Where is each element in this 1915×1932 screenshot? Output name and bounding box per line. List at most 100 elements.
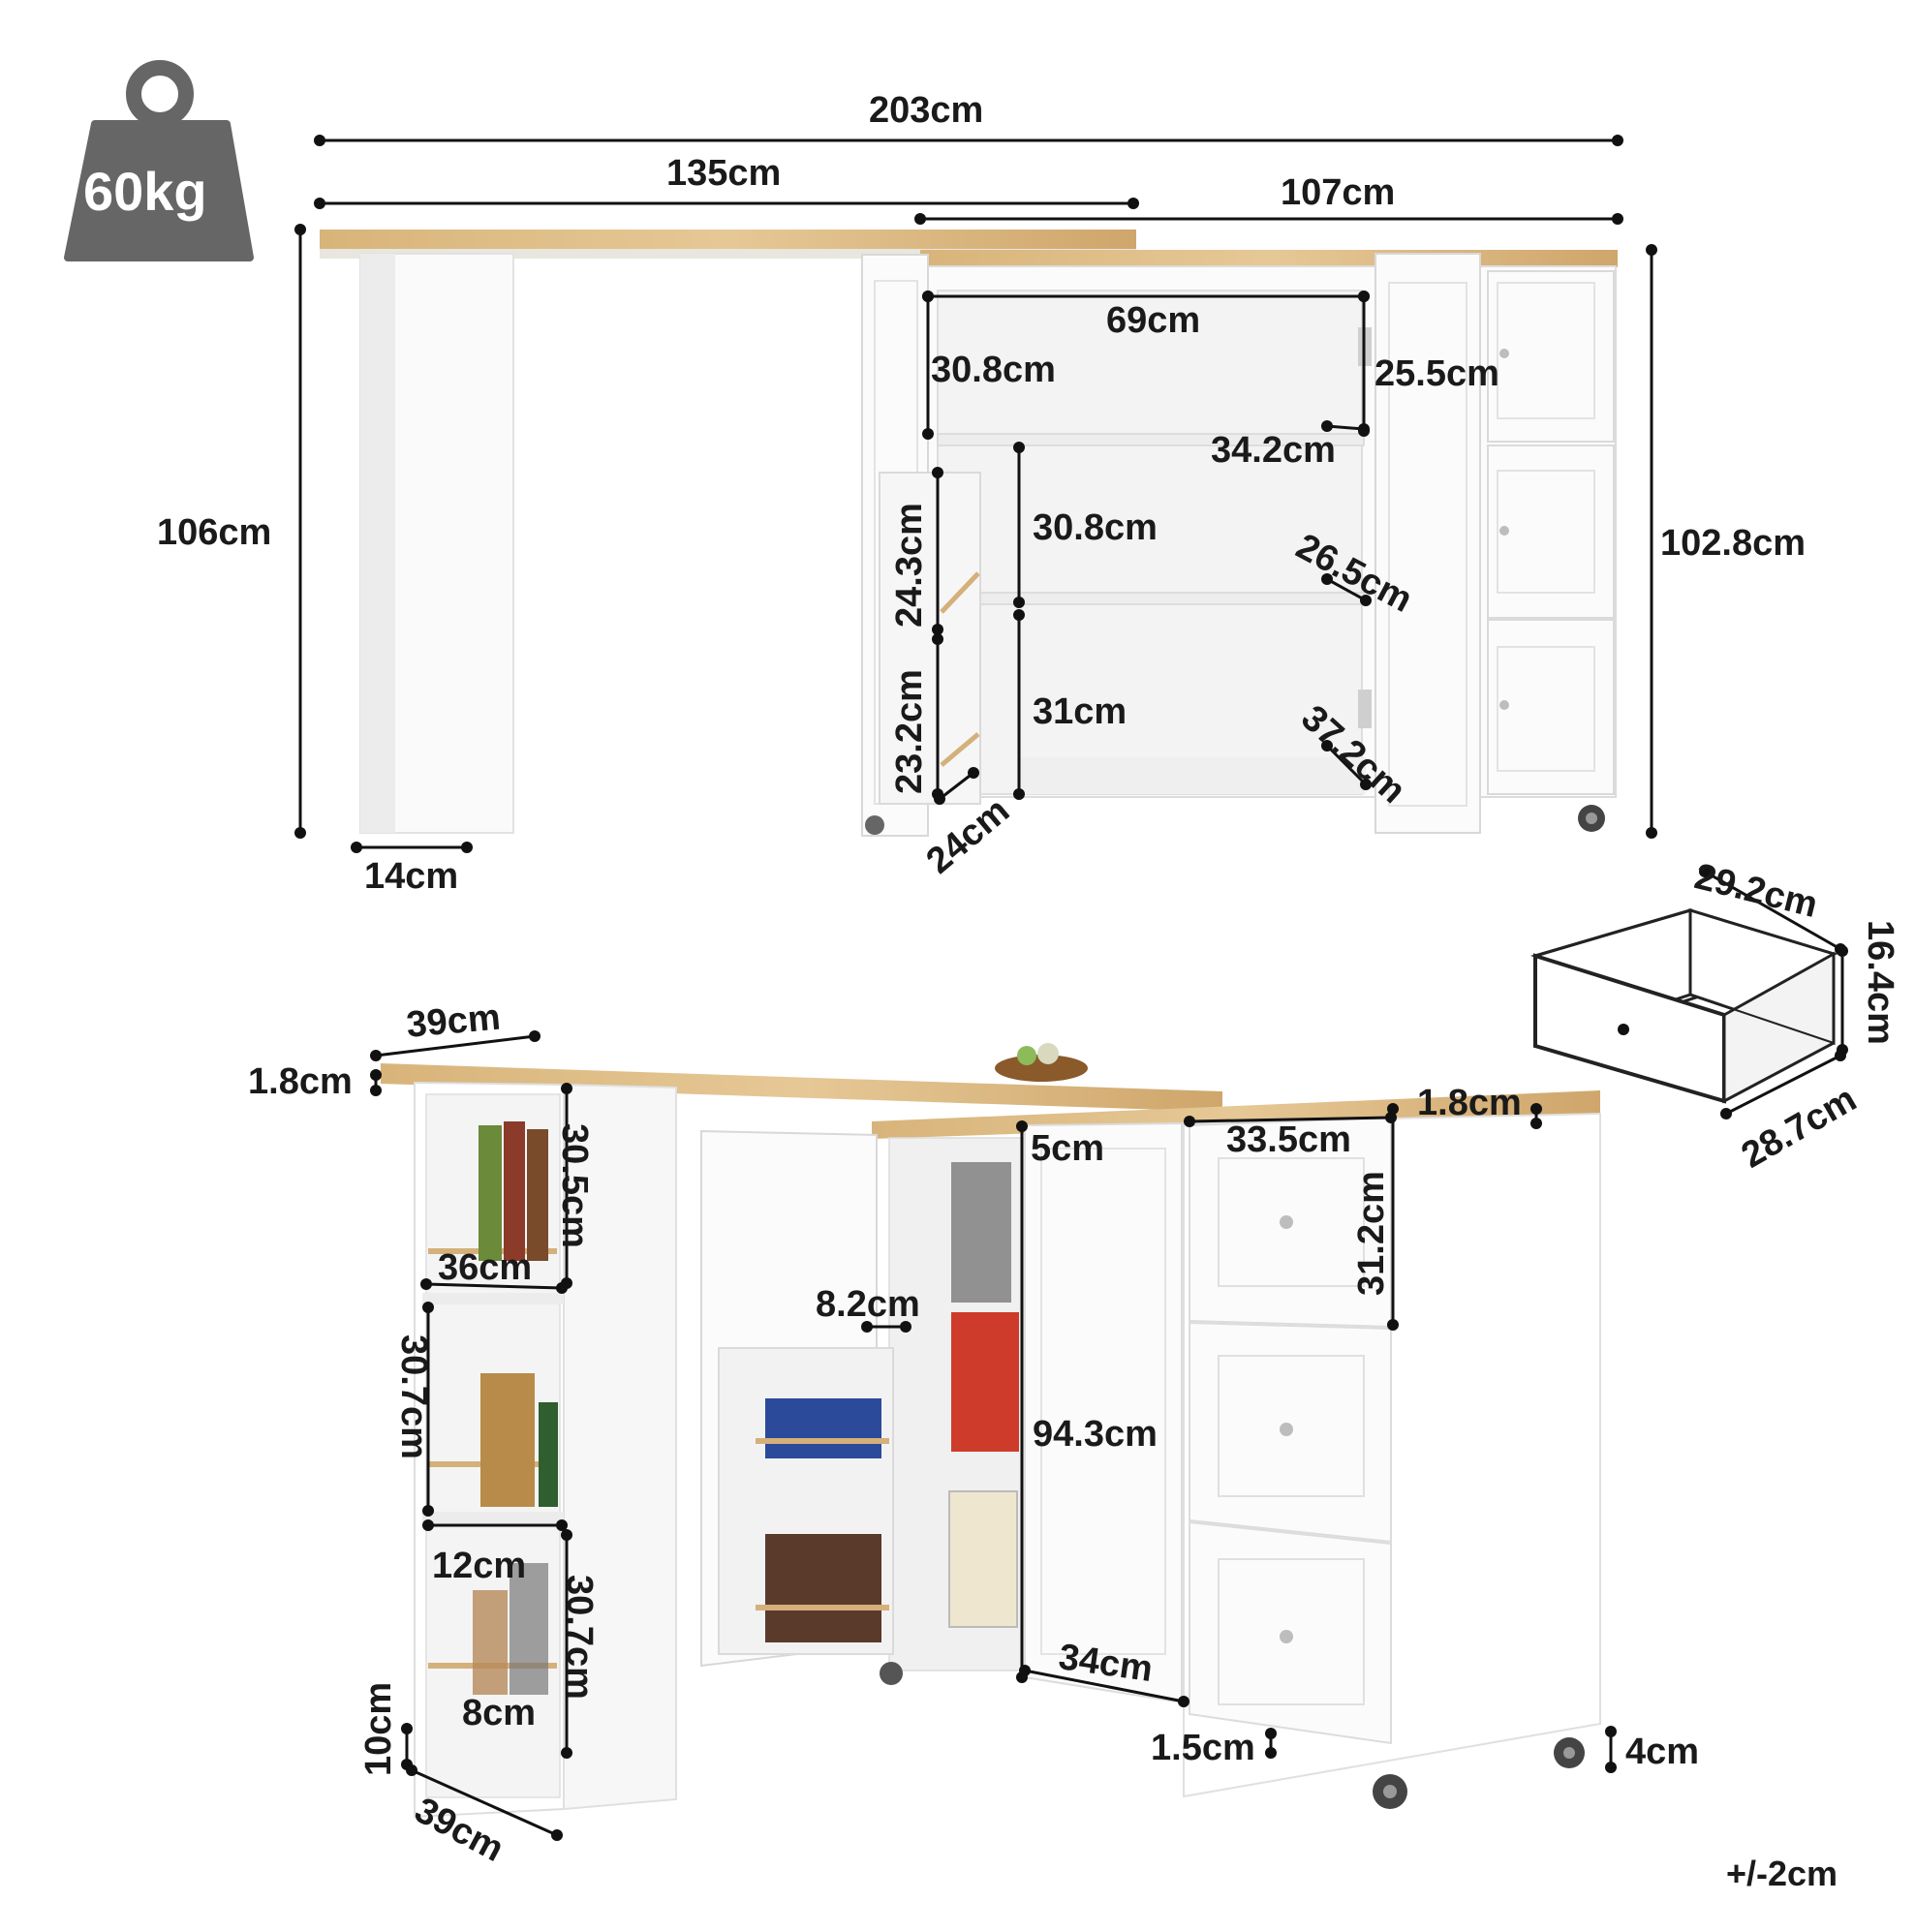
dimension-endpoint xyxy=(1360,595,1372,606)
side-shelf-middle-label: 30.7cm xyxy=(393,1334,434,1459)
dimension-endpoint xyxy=(861,1321,873,1333)
dimension-endpoint xyxy=(1387,1319,1399,1331)
dimension-endpoint xyxy=(561,1529,572,1541)
dimension-lines xyxy=(294,135,1848,1841)
dimension-endpoint xyxy=(294,827,306,839)
dimension-endpoint xyxy=(1720,1108,1732,1119)
dimension-endpoint xyxy=(561,1747,572,1759)
dimension-endpoint xyxy=(1605,1762,1617,1773)
dimension-endpoint xyxy=(556,1519,568,1531)
cabinet-height-label: 94.3cm xyxy=(1033,1414,1158,1455)
dimension-endpoint xyxy=(932,624,943,635)
dimension-endpoint xyxy=(1360,779,1372,790)
dimension-endpoint xyxy=(932,467,943,478)
side-shelf-lower-label: 30.7cm xyxy=(559,1575,600,1700)
dimension-endpoint xyxy=(422,1519,434,1531)
dimension-line xyxy=(1024,1669,1185,1703)
dimension-endpoint xyxy=(1178,1696,1189,1707)
hinge-gap-label: 25.5cm xyxy=(1374,353,1499,394)
shelf-inner-width-label: 69cm xyxy=(1106,300,1201,341)
perspective-view-drawing xyxy=(381,1043,1601,1819)
dimension-endpoint xyxy=(900,1321,911,1333)
drawer-1 xyxy=(1487,270,1615,443)
dimension-endpoint xyxy=(556,1282,568,1294)
dimension-endpoint xyxy=(1385,1112,1397,1123)
dimension-endpoint xyxy=(1184,1116,1195,1127)
dimension-endpoint xyxy=(370,1050,382,1061)
drawer-detail-drawing xyxy=(1529,907,1839,1104)
tolerance-label: +/-2cm xyxy=(1726,1854,1838,1893)
upper-shelf-depth-label: 34.2cm xyxy=(1211,430,1336,471)
dimension-endpoint xyxy=(1646,244,1657,256)
drawer-height-front-label: 31.2cm xyxy=(1351,1171,1392,1296)
dimension-endpoint xyxy=(1612,135,1623,146)
upper-compartment-height-label: 30.8cm xyxy=(931,350,1056,390)
perspective-countertop xyxy=(381,1063,1222,1112)
lower-compartment-height-label: 31cm xyxy=(1033,691,1127,732)
dimension-endpoint xyxy=(1699,866,1711,877)
dimension-line xyxy=(1704,870,1841,951)
dimension-endpoint xyxy=(1358,423,1370,435)
top-overhang-label: 5cm xyxy=(1031,1128,1105,1169)
bottom-gap-label: 1.5cm xyxy=(1151,1728,1255,1768)
dimension-endpoint xyxy=(1646,827,1657,839)
dimension-endpoint xyxy=(968,767,979,779)
dimension-line xyxy=(1189,1116,1392,1123)
base-height-label: 10cm xyxy=(358,1681,399,1776)
dimension-endpoint xyxy=(922,428,934,440)
dimension-endpoint xyxy=(1127,198,1139,209)
dimension-endpoint xyxy=(422,1302,434,1313)
dimension-endpoint xyxy=(294,224,306,235)
weight-label: 60kg xyxy=(83,161,207,222)
dimension-endpoint xyxy=(1530,1103,1542,1115)
dimension-endpoint xyxy=(1013,609,1025,621)
top-depth-label: 39cm xyxy=(404,997,503,1046)
dimension-endpoint xyxy=(1013,788,1025,800)
dimension-endpoint xyxy=(1612,213,1623,225)
dimension-line xyxy=(1326,577,1367,602)
top-thickness-right-label: 1.8cm xyxy=(1417,1083,1522,1123)
drawer-width-front-label: 33.5cm xyxy=(1226,1119,1351,1160)
dimension-endpoint xyxy=(1016,1120,1028,1132)
dimension-endpoint xyxy=(914,213,926,225)
dimension-endpoint xyxy=(461,842,473,853)
dimension-endpoint xyxy=(1013,597,1025,608)
dimension-endpoint xyxy=(529,1030,541,1042)
dimension-endpoint xyxy=(1265,1728,1277,1739)
bar-top-width-label: 135cm xyxy=(666,153,782,194)
middle-compartment-height-label: 30.8cm xyxy=(1033,507,1158,548)
rail-height-label: 8cm xyxy=(462,1693,537,1733)
dimension-endpoint xyxy=(1387,1103,1399,1115)
dimension-endpoint xyxy=(351,842,362,853)
dimension-endpoint xyxy=(1835,1050,1846,1061)
dimension-endpoint xyxy=(922,291,934,302)
height-left-label: 106cm xyxy=(157,512,272,553)
cabinet-countertop xyxy=(920,250,1618,267)
dimension-endpoint xyxy=(1530,1118,1542,1129)
side-shelf-width-label: 36cm xyxy=(438,1247,533,1288)
height-right-label: 102.8cm xyxy=(1660,523,1807,564)
right-door xyxy=(1374,253,1481,834)
bar-countertop xyxy=(320,230,1136,249)
dimension-endpoint xyxy=(401,1723,413,1734)
caster-height-label: 4cm xyxy=(1625,1732,1700,1772)
cabinet-width-label: 107cm xyxy=(1281,172,1396,213)
dimension-endpoint xyxy=(1013,442,1025,453)
top-thickness-left-label: 1.8cm xyxy=(248,1061,353,1102)
dimension-endpoint xyxy=(1321,420,1333,432)
dimension-endpoint xyxy=(1321,573,1333,585)
dimension-endpoint xyxy=(314,135,325,146)
side-shelf-upper-label: 30.5cm xyxy=(554,1123,595,1248)
dimension-endpoint xyxy=(1265,1747,1277,1759)
leg-width-label: 14cm xyxy=(364,856,459,897)
dimension-endpoint xyxy=(314,198,325,209)
drawer-2 xyxy=(1487,445,1615,619)
total-width-label: 203cm xyxy=(869,90,984,131)
dimension-endpoint xyxy=(934,793,945,805)
dimension-line xyxy=(425,1282,563,1290)
perspective-door xyxy=(1024,1121,1183,1704)
dimension-line xyxy=(939,771,974,801)
drawer-3 xyxy=(1487,619,1615,795)
dimension-line xyxy=(1725,1054,1841,1116)
